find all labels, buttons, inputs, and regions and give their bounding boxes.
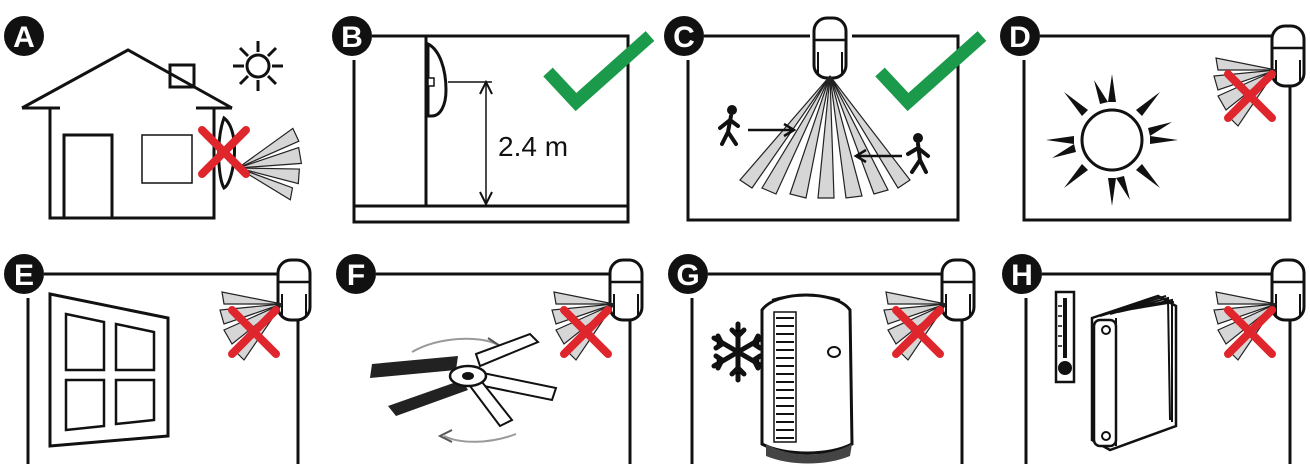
walking-person-icon <box>718 105 740 146</box>
panel-f: F <box>336 254 644 464</box>
house-icon <box>21 48 233 220</box>
panel-d: D <box>1000 16 1306 222</box>
snowflake-icon <box>711 321 765 383</box>
room-frame <box>690 272 964 464</box>
room-frame <box>26 272 300 464</box>
panel-b-label: B <box>341 21 363 54</box>
height-measurement: 2.4 m <box>498 131 568 162</box>
panel-a-label: A <box>13 21 35 54</box>
panel-c-badge: C <box>664 16 704 56</box>
panel-e-label: E <box>14 259 34 292</box>
panel-f-label: F <box>347 259 365 292</box>
ceiling-fan-icon <box>370 332 558 443</box>
sensor-icon <box>812 16 848 80</box>
room-frame <box>1024 272 1292 464</box>
window-icon <box>48 292 170 448</box>
panel-d-label: D <box>1009 21 1031 54</box>
height-dimension <box>448 79 493 207</box>
green-check-icon <box>880 36 982 102</box>
motion-arrow <box>748 122 797 138</box>
panel-a-badge: A <box>4 16 44 56</box>
radiator-icon <box>1090 294 1178 452</box>
panel-g-badge: G <box>668 254 708 294</box>
panel-b: B 2.4 m <box>332 16 650 224</box>
panel-c-label: C <box>673 21 695 54</box>
panel-g: G <box>668 254 976 464</box>
detection-beams <box>739 75 911 199</box>
sensor-icon <box>426 41 448 118</box>
room-frame <box>686 34 960 222</box>
thermometer-icon <box>1054 290 1076 384</box>
motion-arrow <box>853 148 902 164</box>
panel-f-badge: F <box>336 254 376 294</box>
room-frame <box>1022 34 1292 222</box>
air-conditioner-icon <box>760 293 854 464</box>
walking-person-icon <box>906 133 930 174</box>
panel-d-badge: D <box>1000 16 1040 56</box>
sun-icon <box>233 41 283 91</box>
panel-c: C <box>664 16 982 222</box>
panel-g-label: G <box>676 259 699 292</box>
panel-e: E <box>4 254 312 464</box>
panel-h-label: H <box>1011 259 1033 292</box>
sun-icon <box>1046 74 1178 206</box>
room-frame <box>376 272 632 464</box>
green-check-icon <box>548 36 650 102</box>
panel-h-badge: H <box>1002 254 1042 294</box>
panel-a: A <box>4 16 317 220</box>
panel-h: H <box>1002 254 1306 464</box>
panel-e-badge: E <box>4 254 44 294</box>
panel-b-badge: B <box>332 16 372 56</box>
room-frame <box>352 34 630 224</box>
